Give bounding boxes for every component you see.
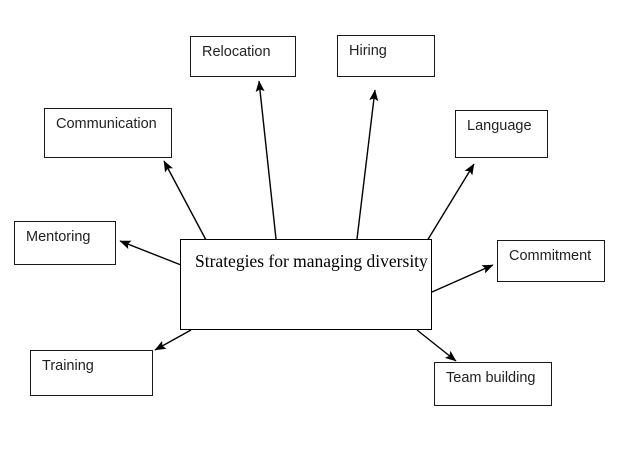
connector-center-to-hiring	[356, 89, 379, 240]
connector-center-to-communication	[163, 160, 207, 241]
connector-center-to-language	[426, 163, 475, 242]
node-center-strategies[interactable]: Strategies for managing diversity	[180, 239, 432, 330]
connector-center-to-training	[154, 329, 192, 351]
node-team-building[interactable]: Team building	[434, 362, 552, 406]
connector-center-to-commitment	[431, 264, 494, 293]
node-relocation[interactable]: Relocation	[190, 36, 296, 77]
node-communication[interactable]: Communication	[44, 108, 172, 158]
connector-center-to-teambuilding	[416, 329, 457, 362]
node-mentoring[interactable]: Mentoring	[14, 221, 116, 265]
node-language[interactable]: Language	[455, 110, 548, 158]
node-hiring[interactable]: Hiring	[337, 35, 435, 77]
node-commitment[interactable]: Commitment	[497, 240, 605, 282]
node-training[interactable]: Training	[30, 350, 153, 396]
connector-center-to-relocation	[255, 80, 277, 240]
connector-center-to-mentoring	[119, 240, 182, 266]
